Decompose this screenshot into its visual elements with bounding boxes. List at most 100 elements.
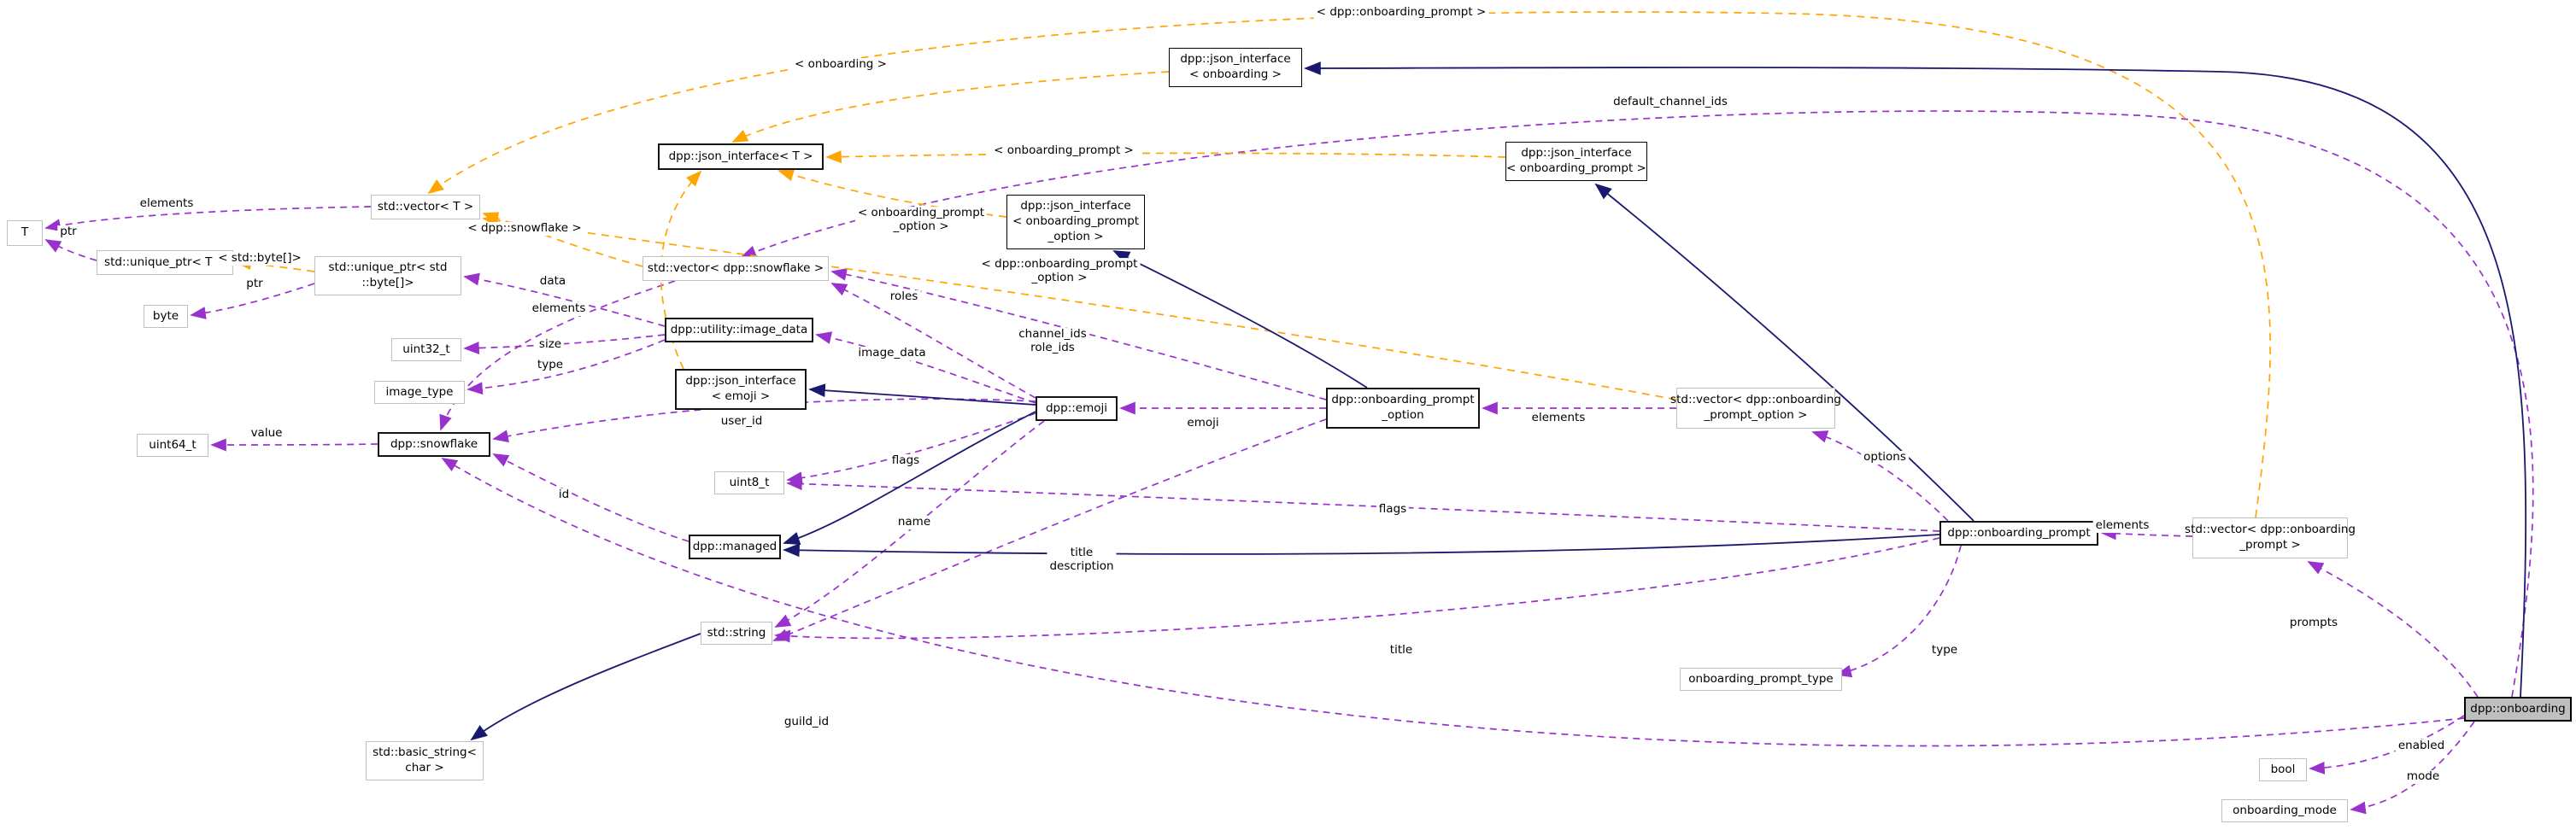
edge-label-line: < dpp::onboarding_prompt > xyxy=(1316,5,1487,20)
edge-label: elements xyxy=(137,196,197,211)
class-box-dpp-snowflake[interactable]: dpp::snowflake xyxy=(378,432,490,457)
class-box-label: dpp::managed xyxy=(692,539,777,553)
edge-label-line: roles xyxy=(889,289,918,304)
edge-label: default_channel_ids xyxy=(1611,95,1730,109)
edge-member-dpp-onboarding-to-bool xyxy=(2309,715,2465,774)
class-box-dpp-emoji[interactable]: dpp::emoji xyxy=(1036,396,1118,421)
edge-label-line: description xyxy=(1049,559,1114,573)
class-box-label: dpp::onboarding_prompt xyxy=(1331,393,1475,407)
edge-label: prompts xyxy=(2286,616,2341,630)
edge-label-line: ptr xyxy=(246,277,263,291)
class-box-dpp-onboarding[interactable]: dpp::onboarding xyxy=(2464,697,2572,722)
class-box-label: std::vector< dpp::onboarding xyxy=(2185,523,2356,537)
edge-label: user_id xyxy=(718,414,766,429)
edge-label: < dpp::onboarding_prompt_option > xyxy=(978,257,1141,285)
class-box-uint64-t: uint64_t xyxy=(137,434,208,457)
edge-label-line: role_ids xyxy=(1030,341,1075,354)
edge-label-line: guild_id xyxy=(783,715,830,729)
class-box-label: image_type xyxy=(385,384,454,399)
edge-template-dpp-json-interface-onboarding-prompt-to-dpp-json-interface-t xyxy=(825,150,1506,164)
class-box-label: std::basic_string< xyxy=(373,745,477,760)
edge-label: type xyxy=(534,358,566,372)
class-box-label: T xyxy=(21,225,29,240)
edge-member-dpp-snowflake-to-uint64-t xyxy=(210,438,378,452)
edge-label: type xyxy=(1928,643,1961,658)
class-box-dpp-onboarding-prompt[interactable]: dpp::onboarding_prompt xyxy=(1939,521,2098,546)
edge-inheritance-dpp-onboarding-prompt-option-to-dpp-json-interface-onboarding-prompt-option xyxy=(1112,250,1368,389)
class-box-label: onboarding_mode xyxy=(2233,803,2337,817)
edge-member-dpp-utility-image-data-to-std-unique-ptr-byte xyxy=(463,272,666,327)
class-box-label: < onboarding_prompt > xyxy=(1506,161,1646,175)
class-box-image-type: image_type xyxy=(374,381,465,404)
edge-label: size xyxy=(536,337,565,352)
edge-member-dpp-onboarding-to-std-vector-snowflake xyxy=(740,110,2534,698)
edge-member-dpp-emoji-to-std-vector-snowflake xyxy=(830,283,1036,399)
edge-label-line: options xyxy=(1863,450,1906,465)
edge-inheritance-dpp-emoji-to-dpp-managed xyxy=(783,411,1036,546)
edge-label-line: title xyxy=(1389,643,1413,658)
class-box-std-vector-onboarding-prompt-option: std::vector< dpp::onboarding_prompt_opti… xyxy=(1670,388,1841,429)
edge-label-line: default_channel_ids xyxy=(1613,95,1728,109)
edge-inheritance-dpp-emoji-to-dpp-json-interface-emoji xyxy=(808,383,1036,406)
class-box-label: dpp::json_interface xyxy=(685,374,796,389)
edge-member-dpp-onboarding-prompt-option-to-std-vector-snowflake xyxy=(830,268,1327,400)
edge-label-line: elements xyxy=(2095,518,2150,533)
edge-label: ptr xyxy=(244,277,266,291)
edge-member-dpp-onboarding-prompt-to-uint8-t xyxy=(786,477,1940,532)
edge-label-line: < dpp::snowflake > xyxy=(467,221,582,236)
class-box-label: std::vector< dpp::snowflake > xyxy=(647,260,824,275)
class-box-label: std::vector< dpp::onboarding xyxy=(1670,393,1841,407)
class-box-dpp-onboarding-prompt-option[interactable]: dpp::onboarding_prompt_option xyxy=(1326,388,1480,429)
edge-label-line: < std::byte[]> xyxy=(218,251,302,266)
edge-label: data xyxy=(537,274,569,289)
class-box-label: dpp::snowflake xyxy=(390,436,478,451)
edge-member-dpp-onboarding-to-dpp-snowflake xyxy=(441,458,2465,747)
class-box-dpp-json-interface-onboarding[interactable]: dpp::json_interface< onboarding > xyxy=(1169,48,1302,87)
edge-inheritance-dpp-onboarding-to-dpp-json-interface-onboarding xyxy=(1304,61,2527,698)
edge-label-line: flags xyxy=(1378,502,1407,517)
class-box-label: bool xyxy=(2270,762,2296,776)
edge-member-dpp-onboarding-to-std-vector-onboarding-prompt xyxy=(2307,561,2479,698)
class-box-dpp-json-interface-onboarding-prompt[interactable]: dpp::json_interface< onboarding_prompt > xyxy=(1505,142,1647,181)
class-box-label: < onboarding > xyxy=(1189,67,1282,81)
class-box-label: dpp::json_interface xyxy=(1020,199,1131,213)
edge-label-line: image_data xyxy=(858,346,926,360)
edge-member-dpp-onboarding-to-onboarding-mode xyxy=(2350,721,2475,815)
edge-member-std-unique-ptr-byte-to-byte xyxy=(190,283,315,319)
edge-label: mode xyxy=(2403,769,2443,784)
class-box-std-unique-ptr-byte: std::unique_ptr< std::byte[]> xyxy=(314,256,461,295)
class-box-label: < onboarding_prompt xyxy=(1012,214,1140,229)
edge-member-dpp-onboarding-prompt-to-onboarding-prompt-type xyxy=(1835,545,1962,678)
edge-label: guild_id xyxy=(781,715,832,729)
class-box-label: _option xyxy=(1382,408,1424,422)
edge-label-line: elements xyxy=(139,196,194,211)
edge-member-dpp-managed-to-dpp-snowflake xyxy=(492,453,689,542)
class-box-onboarding-prompt-type: onboarding_prompt_type xyxy=(1680,668,1842,691)
class-box-label: dpp::json_interface< T > xyxy=(668,149,813,163)
edge-template-std-vector-onboarding-prompt-option-to-std-vector-t xyxy=(482,213,1677,400)
edge-label: < dpp::snowflake > xyxy=(465,221,584,236)
edge-label-line: < onboarding_prompt > xyxy=(994,143,1134,158)
class-box-std-vector-onboarding-prompt: std::vector< dpp::onboarding_prompt > xyxy=(2185,517,2356,558)
class-box-label: dpp::json_interface xyxy=(1521,146,1632,161)
edge-member-dpp-emoji-to-uint8-t xyxy=(786,412,1036,485)
edge-member-dpp-utility-image-data-to-image-type xyxy=(466,339,666,395)
edge-label-line: flags xyxy=(891,453,920,468)
class-box-dpp-managed[interactable]: dpp::managed xyxy=(689,535,781,559)
class-box-label: onboarding_prompt_type xyxy=(1688,671,1834,686)
edge-member-dpp-utility-image-data-to-uint32-t xyxy=(463,334,666,355)
edge-member-dpp-onboarding-prompt-to-std-vector-onboarding-prompt-option xyxy=(1811,430,1949,522)
class-box-dpp-json-interface-emoji[interactable]: dpp::json_interface< emoji > xyxy=(675,369,807,410)
class-box-dpp-json-interface-onboarding-prompt-option[interactable]: dpp::json_interface< onboarding_prompt_o… xyxy=(1006,195,1145,249)
class-box-dpp-json-interface-t[interactable]: dpp::json_interface< T > xyxy=(658,143,824,170)
edge-label: < std::byte[]> xyxy=(215,251,304,266)
edge-member-dpp-emoji-to-std-string xyxy=(774,420,1045,628)
edge-label: image_data xyxy=(855,346,929,360)
class-box-label: std::unique_ptr< T > xyxy=(104,254,226,269)
edge-label-line: _option > xyxy=(1031,271,1088,284)
class-box-dpp-utility-image-data[interactable]: dpp::utility::image_data xyxy=(665,318,813,342)
edge-member-std-vector-t-to-T xyxy=(44,206,372,232)
edge-label-line: prompts xyxy=(2289,616,2338,630)
